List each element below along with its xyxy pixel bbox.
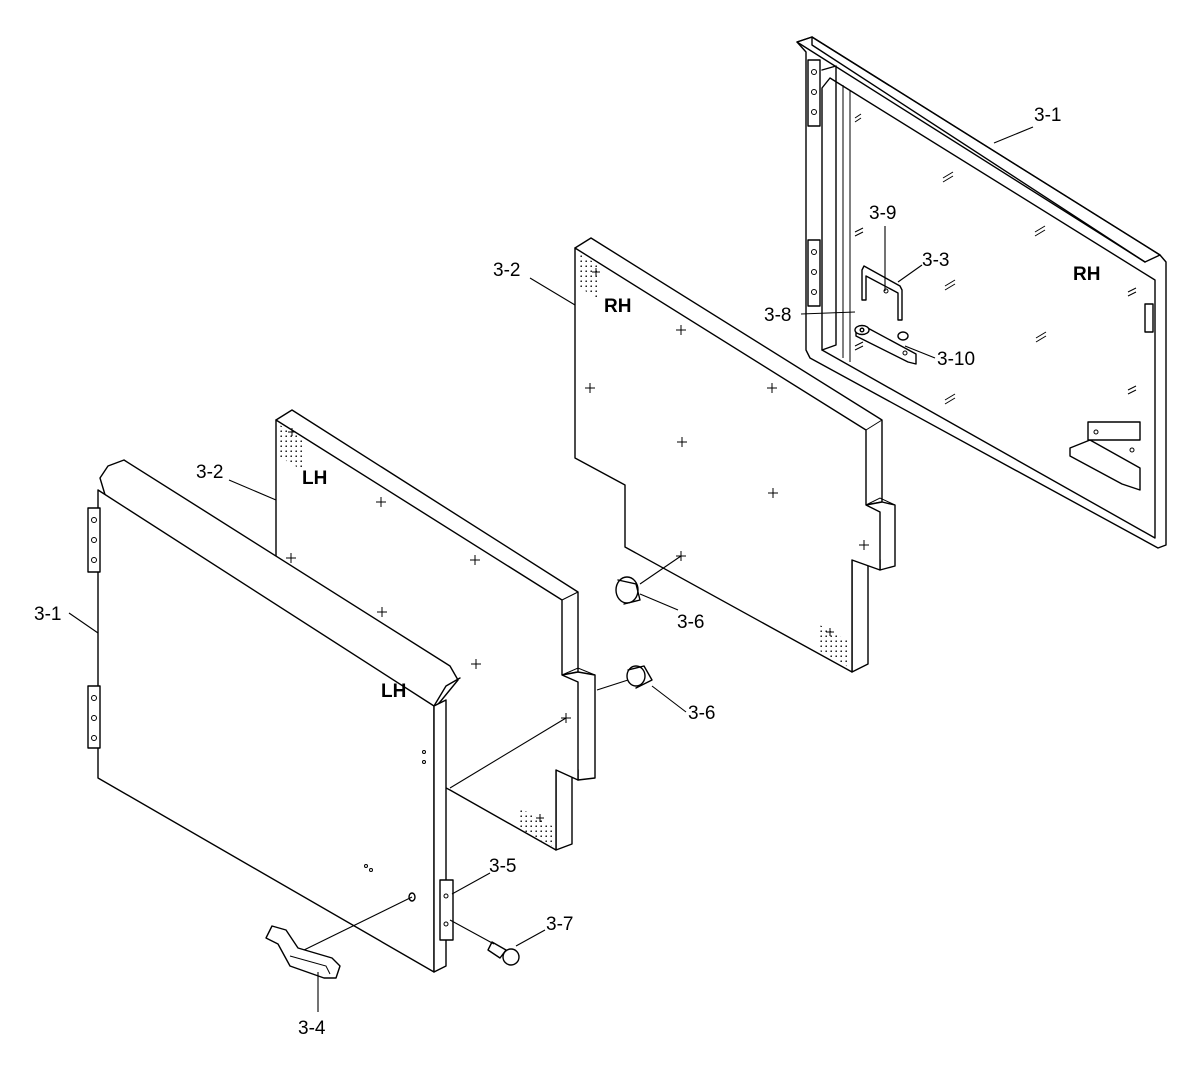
callout-washer: 3-8 [764,305,791,326]
callout-push-fastener-lh: 3-6 [688,703,715,724]
callout-insulation-lh: 3-2 [196,462,223,483]
bolt-part [449,919,520,966]
striker-part [439,879,454,941]
push-fastener-lh [596,665,653,691]
insulation-lh: LH [275,409,596,851]
callout-striker: 3-5 [489,856,516,877]
door-rh-side-label: RH [1073,264,1100,285]
callout-pin: 3-9 [869,203,896,224]
callout-handle: 3-4 [298,1018,326,1039]
insulation-rh: RH [574,237,896,673]
callout-leaders [68,126,1034,1012]
callout-push-fastener-rh: 3-6 [677,612,704,633]
door-rh: RH [796,36,1167,549]
insulation-rh-side-label: RH [604,296,631,317]
door-lh: LH [87,459,461,973]
callout-door-rh: 3-1 [1034,105,1061,126]
callout-bolt: 3-7 [546,914,573,935]
hinge-bracket-assembly [854,265,917,365]
callout-insulation-rh: 3-2 [493,260,520,281]
door-lh-side-label: LH [381,681,406,702]
handle-part [265,896,413,979]
insulation-lh-side-label: LH [302,468,327,489]
push-fastener-rh [615,555,682,605]
callout-door-lh: 3-1 [34,604,61,625]
nut-part [897,331,909,341]
callout-nut: 3-10 [937,349,975,370]
callout-hinge-bracket: 3-3 [922,250,949,271]
